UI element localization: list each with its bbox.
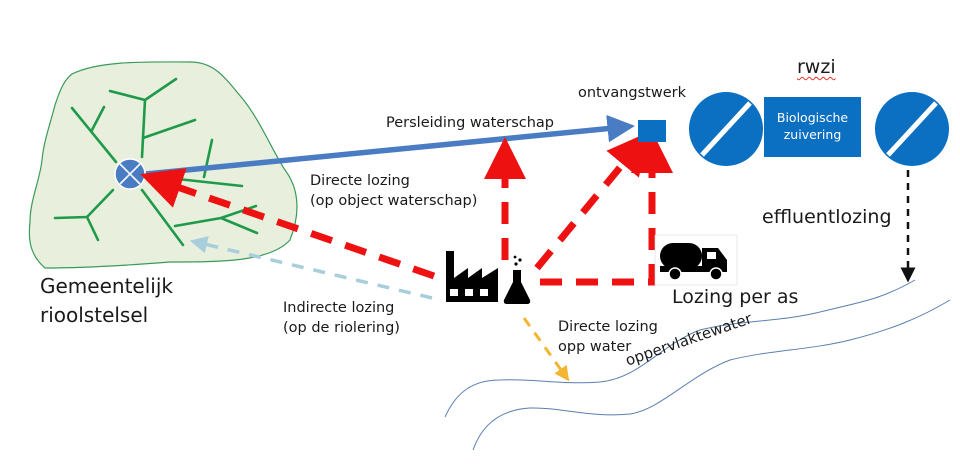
settling-tank-icon (689, 92, 763, 166)
truck-to-receiving-arrow (540, 131, 673, 286)
sewer-area (28, 61, 298, 269)
indirect-label: Indirecte lozing (op de riolering) (283, 300, 400, 336)
sewer-system-label: Gemeentelijk rioolstelsel (40, 274, 173, 327)
effluent-label: effluentlozing (762, 206, 892, 228)
lab-flask-icon (503, 255, 531, 304)
receiving-work-label: ontvangstwerk (578, 85, 686, 101)
factory-icon (446, 251, 498, 302)
indirect-discharge-arrow (189, 236, 433, 300)
pressure-main-label: Persleiding waterschap (386, 115, 554, 131)
manhole-node-icon (114, 158, 146, 190)
receiving-work-box (638, 120, 666, 142)
surface-discharge-arrow (522, 317, 570, 382)
settling-tank-icon (875, 92, 949, 166)
direct-object-label: Directe lozing (op object waterschap) (310, 173, 478, 209)
direct-surface-label: Directe lozing opp water (558, 319, 658, 355)
per-axle-label: Lozing per as (672, 286, 799, 308)
pressure-main-arrow (145, 114, 635, 177)
river-banks (444, 279, 951, 451)
tanker-truck-icon (654, 234, 738, 286)
direct-to-receiving-arrow (534, 131, 650, 271)
direct-to-sewer-arrow (140, 168, 436, 280)
direct-discharge-arrows (140, 131, 673, 286)
wwtp-label: rwzi (797, 56, 836, 78)
